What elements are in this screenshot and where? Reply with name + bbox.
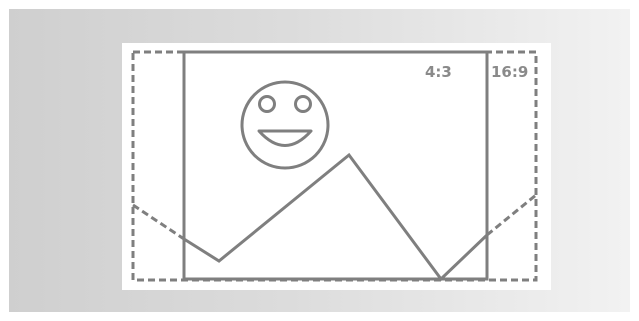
label-4-3: 4:3 [425, 63, 452, 81]
mountain-line [184, 155, 487, 279]
smiley-face-icon [242, 82, 328, 168]
label-16-9: 16:9 [491, 63, 528, 81]
mountain-extension-left [133, 205, 184, 239]
mountain-extension-right [487, 195, 536, 235]
